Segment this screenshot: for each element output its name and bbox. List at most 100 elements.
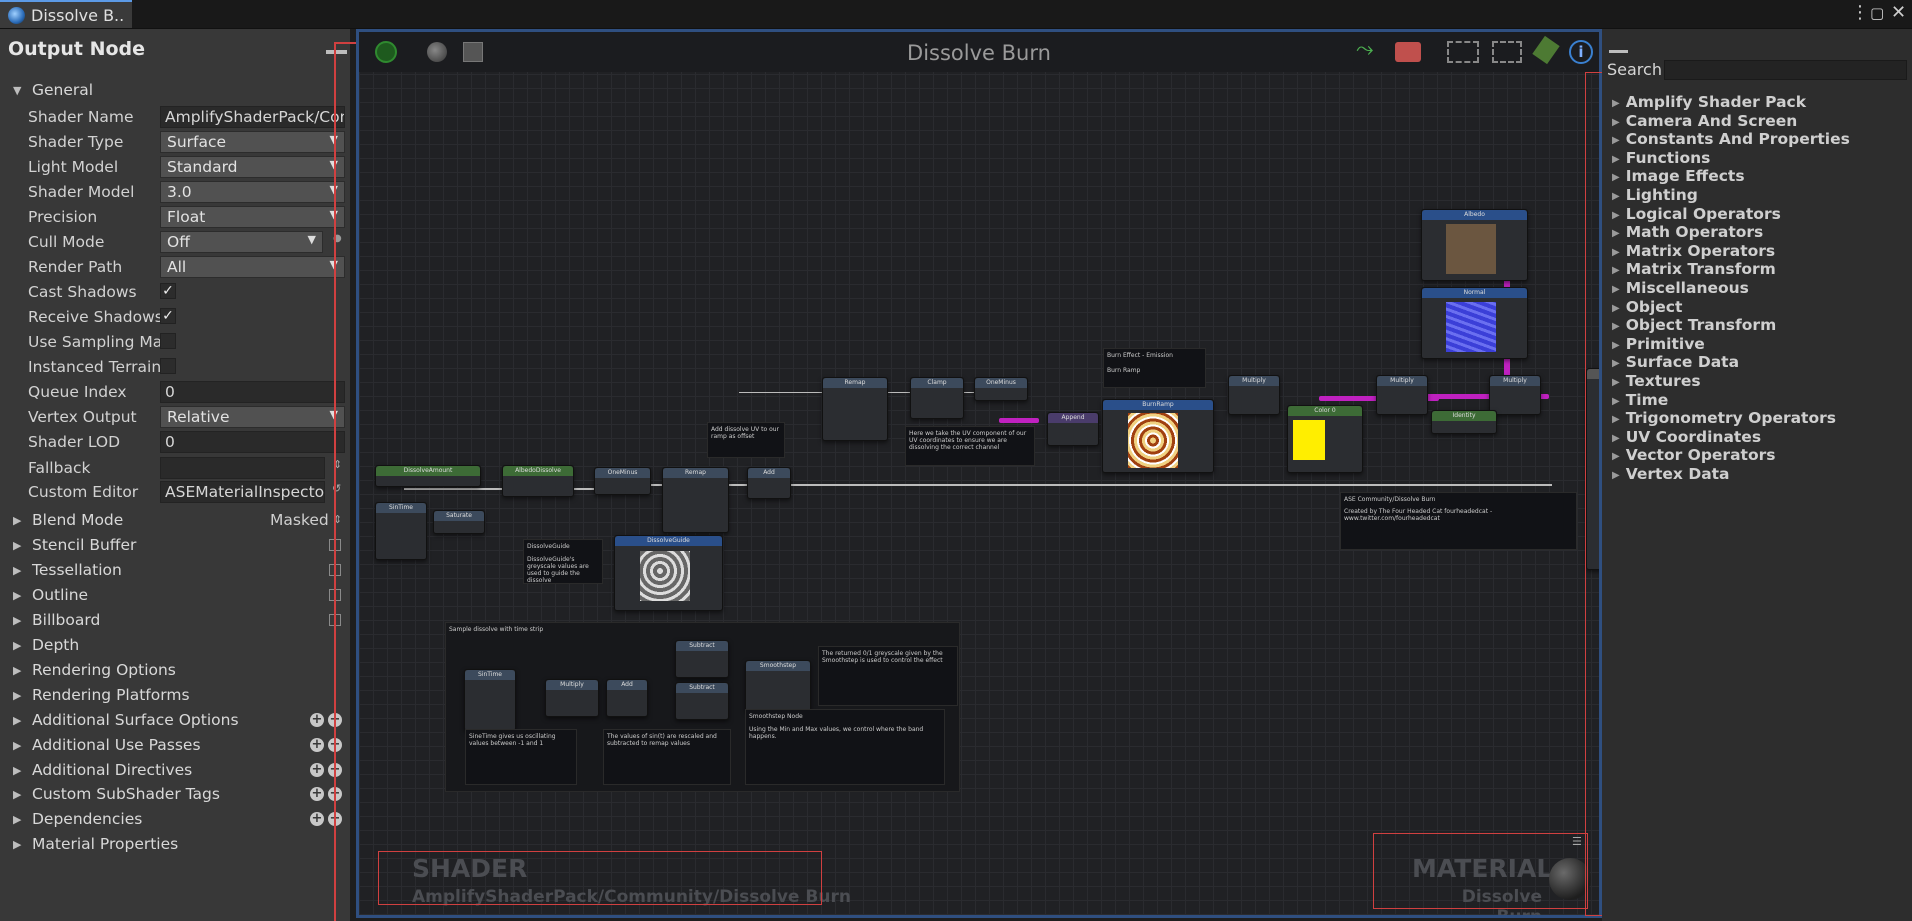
node-multiply-1[interactable]: Multiply <box>1228 375 1280 415</box>
palette-category[interactable]: ▶Lighting <box>1612 186 1698 204</box>
node-dissolve-amount[interactable]: DissolveAmount <box>375 465 481 487</box>
collapse-panel-button[interactable] <box>1609 50 1628 53</box>
palette-category[interactable]: ▶Textures <box>1612 372 1701 390</box>
node-multiply-4[interactable]: Multiply <box>545 679 599 717</box>
use-sampling-checkbox[interactable] <box>160 333 176 349</box>
palette-category[interactable]: ▶Time <box>1612 391 1668 409</box>
palette-category[interactable]: ▶Vector Operators <box>1612 446 1775 464</box>
cull-mode-dropdown[interactable]: Off▼ <box>160 231 323 253</box>
focus-selection-icon[interactable] <box>1447 41 1479 63</box>
palette-category[interactable]: ▶Logical Operators <box>1612 205 1781 223</box>
menu-icon[interactable]: ☰ <box>1572 835 1582 848</box>
save-icon[interactable] <box>463 42 483 62</box>
palette-category[interactable]: ▶Image Effects <box>1612 167 1745 185</box>
node-albedo[interactable]: Albedo <box>1421 209 1528 281</box>
palette-category[interactable]: ▶Trigonometry Operators <box>1612 409 1836 427</box>
tessellation-section[interactable]: ▶ Tessellation <box>0 559 350 583</box>
receive-shadows-checkbox[interactable]: ✓ <box>160 308 176 324</box>
cast-shadows-checkbox[interactable]: ✓ <box>160 283 176 299</box>
node-sin-time-2[interactable]: SinTime <box>464 669 516 731</box>
camera-icon[interactable] <box>1395 42 1421 62</box>
node-multiply-2[interactable]: Multiply <box>1376 375 1428 415</box>
material-properties-section[interactable]: ▶ Material Properties <box>13 835 179 853</box>
node-normal[interactable]: Normal <box>1421 287 1528 359</box>
node-append[interactable]: Append <box>1047 412 1099 446</box>
live-indicator-icon[interactable] <box>375 41 397 63</box>
palette-category[interactable]: ▶Constants And Properties <box>1612 130 1850 148</box>
instanced-terrain-checkbox[interactable] <box>160 358 176 374</box>
palette-category[interactable]: ▶Object <box>1612 298 1682 316</box>
fallback-input[interactable] <box>160 457 325 479</box>
queue-index-input[interactable]: 0 <box>160 381 345 403</box>
rendering-platforms-section[interactable]: ▶ Rendering Platforms <box>13 686 190 704</box>
add-icon[interactable]: + <box>310 811 324 826</box>
node-one-minus-2[interactable]: OneMinus <box>974 377 1028 401</box>
shader-name-input[interactable]: AmplifyShaderPack/Com <box>160 106 345 128</box>
shader-model-dropdown[interactable]: 3.0▼ <box>160 181 345 203</box>
palette-category[interactable]: ▶Surface Data <box>1612 353 1739 371</box>
comment-sintime[interactable]: SineTime gives us oscillating values bet… <box>465 729 577 785</box>
additional-use-passes-section[interactable]: ▶ Additional Use Passes + − <box>13 736 342 754</box>
node-sin-time[interactable]: SinTime <box>375 502 427 560</box>
comment-rescale[interactable]: The values of sin(t) are rescaled and su… <box>603 729 731 785</box>
comment-uv[interactable]: Add dissolve UV to our ramp as offset <box>707 422 785 458</box>
dependencies-section[interactable]: ▶ Dependencies + − <box>13 810 342 828</box>
add-icon[interactable]: + <box>310 712 324 727</box>
add-icon[interactable]: + <box>310 737 324 752</box>
maximize-icon[interactable]: ▢ <box>1870 4 1885 22</box>
render-path-dropdown[interactable]: All▼ <box>160 256 345 278</box>
blend-mode-section[interactable]: ▶ Blend Mode Masked ⇕ <box>13 511 343 529</box>
depth-section[interactable]: ▶ Depth <box>13 636 80 654</box>
node-add[interactable]: Add <box>747 467 791 499</box>
comment-ramp[interactable]: Here we take the UV component of our UV … <box>905 426 1035 466</box>
palette-category[interactable]: ▶Object Transform <box>1612 316 1776 334</box>
vertex-output-dropdown[interactable]: Relative▼ <box>160 406 345 428</box>
palette-category[interactable]: ▶Functions <box>1612 149 1710 167</box>
node-remap-2[interactable]: Remap <box>822 377 888 441</box>
node-dissolve-guide[interactable]: DissolveGuide <box>614 535 723 611</box>
palette-category[interactable]: ▶UV Coordinates <box>1612 428 1761 446</box>
outline-section[interactable]: ▶ Outline <box>0 584 350 608</box>
palette-search-input[interactable] <box>1664 60 1907 80</box>
add-icon[interactable]: + <box>310 762 324 777</box>
palette-category[interactable]: ▶Amplify Shader Pack <box>1612 93 1806 111</box>
window-tab[interactable]: Dissolve B.. <box>0 0 132 28</box>
info-icon[interactable]: i <box>1569 40 1593 64</box>
kebab-icon[interactable]: ⋮ <box>1851 2 1869 23</box>
up-down-arrows-icon[interactable]: ⇕ <box>333 458 343 471</box>
custom-subshader-tags-section[interactable]: ▶ Custom SubShader Tags + − <box>13 785 342 803</box>
palette-category[interactable]: ▶Camera And Screen <box>1612 112 1797 130</box>
palette-category[interactable]: ▶Matrix Transform <box>1612 260 1776 278</box>
share-icon[interactable]: ⤳ <box>1356 37 1374 62</box>
general-section-header[interactable]: ▼ General <box>13 81 94 99</box>
collapse-panel-button[interactable] <box>326 50 347 54</box>
additional-directives-section[interactable]: ▶ Additional Directives + − <box>13 761 342 779</box>
node-saturate[interactable]: Saturate <box>433 510 485 534</box>
add-icon[interactable]: + <box>310 786 324 801</box>
palette-category[interactable]: ▶Miscellaneous <box>1612 279 1749 297</box>
node-smoothstep[interactable]: Smoothstep <box>745 660 811 712</box>
custom-editor-input[interactable]: ASEMaterialInspector <box>160 481 325 503</box>
comment-smoothstep-note[interactable]: The returned 0/1 greyscale given by the … <box>818 646 958 706</box>
billboard-section[interactable]: ▶ Billboard <box>0 609 350 633</box>
maximize-view-icon[interactable] <box>1492 41 1522 63</box>
blend-mode-value[interactable]: Masked <box>270 511 329 529</box>
stencil-buffer-section[interactable]: ▶ Stencil Buffer <box>0 534 350 558</box>
node-add-2[interactable]: Add <box>606 679 648 717</box>
node-albedo-dissolve[interactable]: AlbedoDissolve <box>502 465 574 497</box>
node-remap[interactable]: Remap <box>662 467 729 533</box>
node-subtract-1[interactable]: Subtract <box>675 640 729 678</box>
sphere-preview-icon[interactable] <box>427 42 447 62</box>
material-preview-sphere[interactable] <box>1549 858 1591 900</box>
node-burn-ramp[interactable]: BurnRamp <box>1102 399 1214 473</box>
link-dot-icon[interactable]: ● <box>333 233 342 244</box>
node-clamp[interactable]: Clamp <box>910 377 964 419</box>
rendering-options-section[interactable]: ▶ Rendering Options <box>13 661 176 679</box>
palette-category[interactable]: ▶Primitive <box>1612 335 1705 353</box>
additional-surface-options-section[interactable]: ▶ Additional Surface Options + − <box>13 711 342 729</box>
node-color-0[interactable]: Color 0 <box>1287 405 1363 473</box>
